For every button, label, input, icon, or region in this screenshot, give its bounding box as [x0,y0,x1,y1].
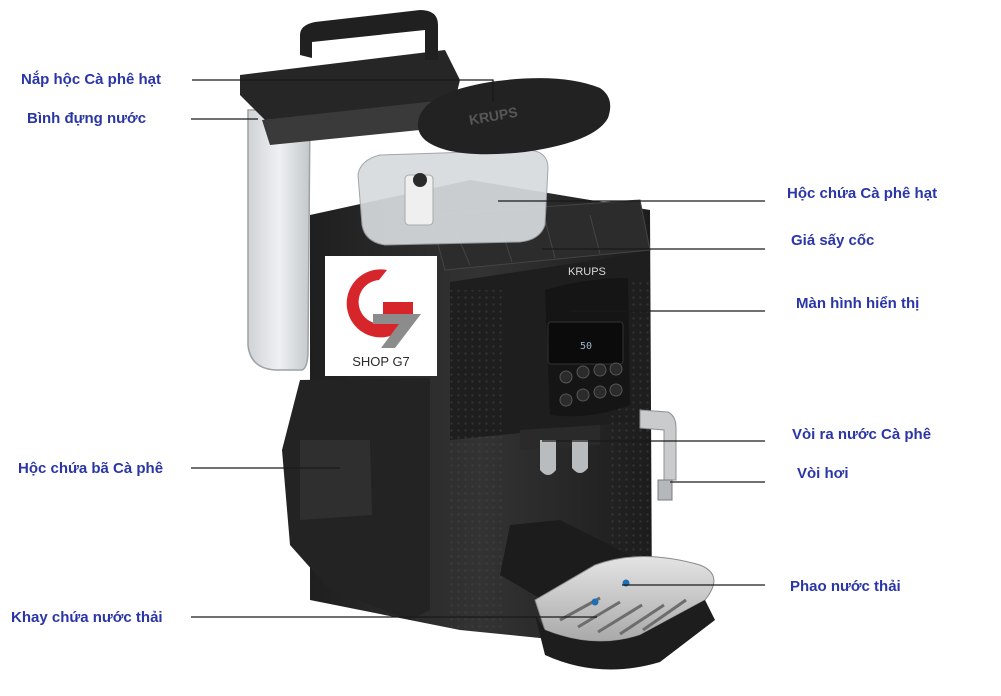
control-panel: KRUPS 50 [545,266,630,417]
hopper-lid: KRUPS [417,78,611,155]
label-cup-warmer: Giá sấy cốc [791,232,875,249]
panel-brand-text: KRUPS [568,266,606,278]
bean-hopper [357,149,549,246]
g7-logo-icon [346,269,421,348]
steam-wand [639,409,677,501]
label-coffee-spout: Vòi ra nước Cà phê [792,426,932,443]
drip-tray-float-indicator [591,598,599,606]
label-display: Màn hình hiển thị [796,295,920,312]
drip-tray [500,520,715,670]
label-grounds-container: Hộc chứa bã Cà phê [18,460,164,477]
label-float: Phao nước thải [790,578,901,595]
leader-lines [191,79,765,618]
leader-line-lid [192,79,494,102]
shop-logo: SHOP G7 [325,256,437,376]
display-readout: 50 [580,341,592,352]
water-tank [240,10,460,371]
grounds-container [282,378,430,620]
label-steam-wand: Vòi hơi [797,465,849,482]
coffee-spout [520,425,600,475]
label-lid: Nắp hộc Cà phê hạt [21,71,162,88]
label-bean-hopper: Hộc chứa Cà phê hạt [787,185,938,202]
shop-logo-text: SHOP G7 [352,354,410,369]
label-water-tank: Bình đựng nước [27,110,147,127]
label-drip-tray: Khay chứa nước thải [11,609,163,626]
